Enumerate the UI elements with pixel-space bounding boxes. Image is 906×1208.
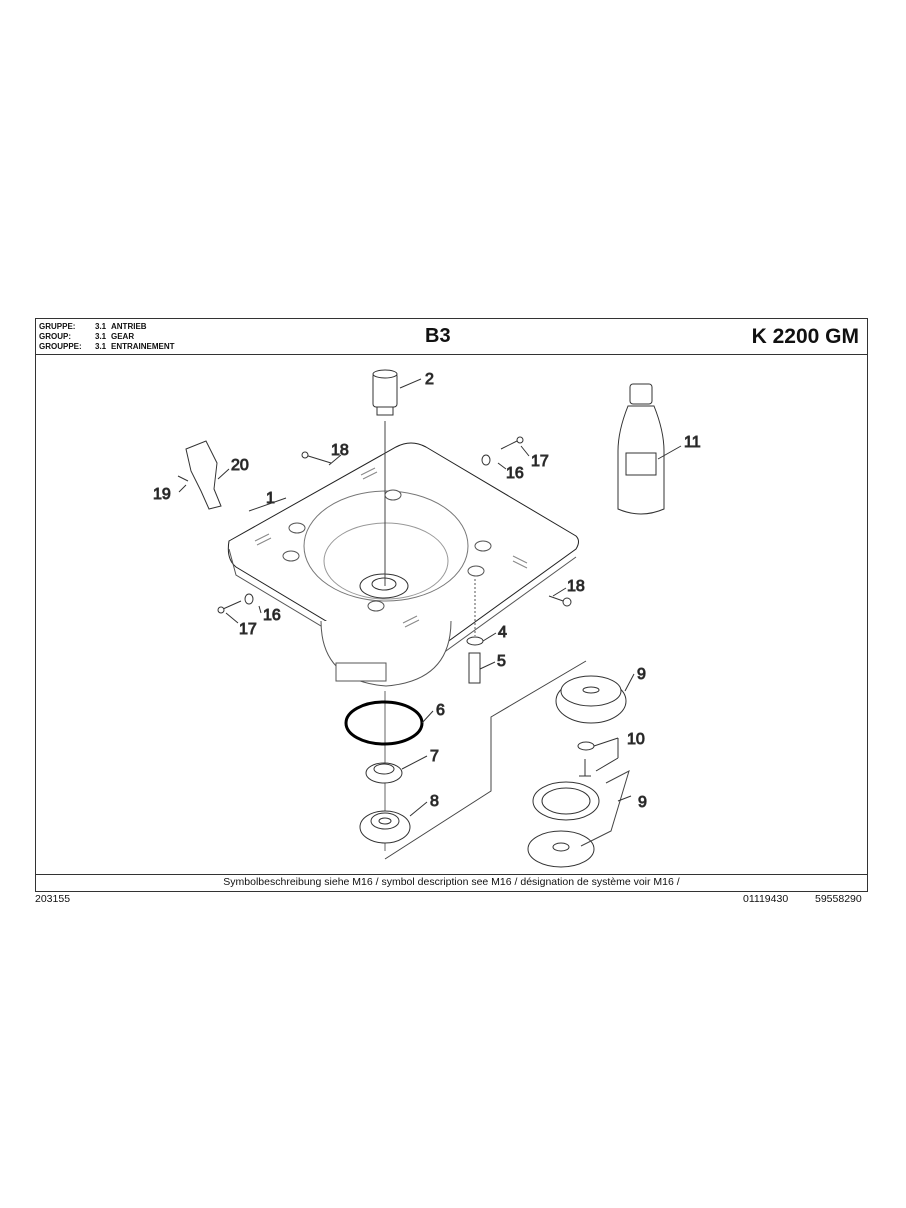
- group-key: GROUP:: [39, 332, 71, 341]
- svg-text:19: 19: [153, 486, 171, 503]
- exploded-drawing: 2 20 19 1 18 16 17 11 16 17 18 4 5 6 7 8…: [36, 355, 867, 876]
- svg-text:17: 17: [531, 453, 549, 470]
- svg-text:16: 16: [506, 465, 524, 482]
- o-ring-part: [344, 700, 424, 746]
- holder-clip-part: [177, 440, 222, 510]
- seal-part: [365, 762, 403, 784]
- svg-text:11: 11: [684, 434, 701, 451]
- oil-bottle-part: [617, 383, 665, 515]
- section-code: B3: [425, 325, 451, 347]
- svg-text:4: 4: [498, 624, 507, 641]
- thrust-bearing-part: [527, 781, 600, 868]
- part-list-code: 01119430: [743, 893, 789, 905]
- parts-sheet: GRUPPE: 3.1 ANTRIEB GROUP: 3.1 GEAR GROU…: [35, 318, 868, 892]
- svg-text:10: 10: [627, 731, 645, 748]
- drawing-number: 203155: [35, 893, 71, 905]
- callout-labels: 2 20 19 1 18 16 17 11 16 17 18 4 5 6 7 8…: [153, 371, 702, 812]
- symbol-note: Symbolbeschreibung siehe M16 / symbol de…: [36, 874, 867, 891]
- svg-text:18: 18: [331, 442, 349, 459]
- svg-text:17: 17: [239, 621, 257, 638]
- svg-text:16: 16: [263, 607, 281, 624]
- group-row-en: GROUP: 3.1 GEAR: [39, 332, 175, 342]
- group-info: GRUPPE: 3.1 ANTRIEB GROUP: 3.1 GEAR GROU…: [39, 322, 175, 352]
- svg-text:9: 9: [638, 794, 647, 811]
- group-name: ENTRAINEMENT: [111, 342, 175, 351]
- svg-text:18: 18: [567, 578, 585, 595]
- document-code: 59558290: [815, 893, 862, 905]
- svg-text:6: 6: [436, 702, 445, 719]
- pin-part: [301, 451, 572, 607]
- thrust-cap-part: [555, 675, 627, 724]
- svg-text:5: 5: [497, 653, 506, 670]
- small-fastener-parts: [217, 436, 524, 614]
- sheet-header: GRUPPE: 3.1 ANTRIEB GROUP: 3.1 GEAR GROU…: [36, 319, 867, 355]
- svg-text:7: 7: [430, 748, 439, 765]
- svg-text:2: 2: [425, 371, 434, 388]
- group-key: GROUPPE:: [39, 342, 82, 351]
- svg-text:9: 9: [637, 666, 646, 683]
- shaft-coupling-part: [372, 369, 398, 416]
- svg-text:20: 20: [231, 457, 249, 474]
- group-num: 3.1: [95, 322, 107, 331]
- group-key: GRUPPE:: [39, 322, 76, 331]
- model-name: K 2200 GM: [751, 325, 859, 348]
- group-row-fr: GROUPPE: 3.1 ENTRAINEMENT: [39, 342, 175, 352]
- svg-text:8: 8: [430, 793, 439, 810]
- group-num: 3.1: [95, 332, 107, 341]
- svg-text:1: 1: [266, 490, 275, 507]
- ball-bearing-part: [359, 810, 411, 844]
- group-num: 3.1: [95, 342, 107, 351]
- base-housing-part: [227, 442, 579, 687]
- group-name: GEAR: [111, 332, 135, 341]
- group-row-de: GRUPPE: 3.1 ANTRIEB: [39, 322, 175, 332]
- group-name: ANTRIEB: [111, 322, 147, 331]
